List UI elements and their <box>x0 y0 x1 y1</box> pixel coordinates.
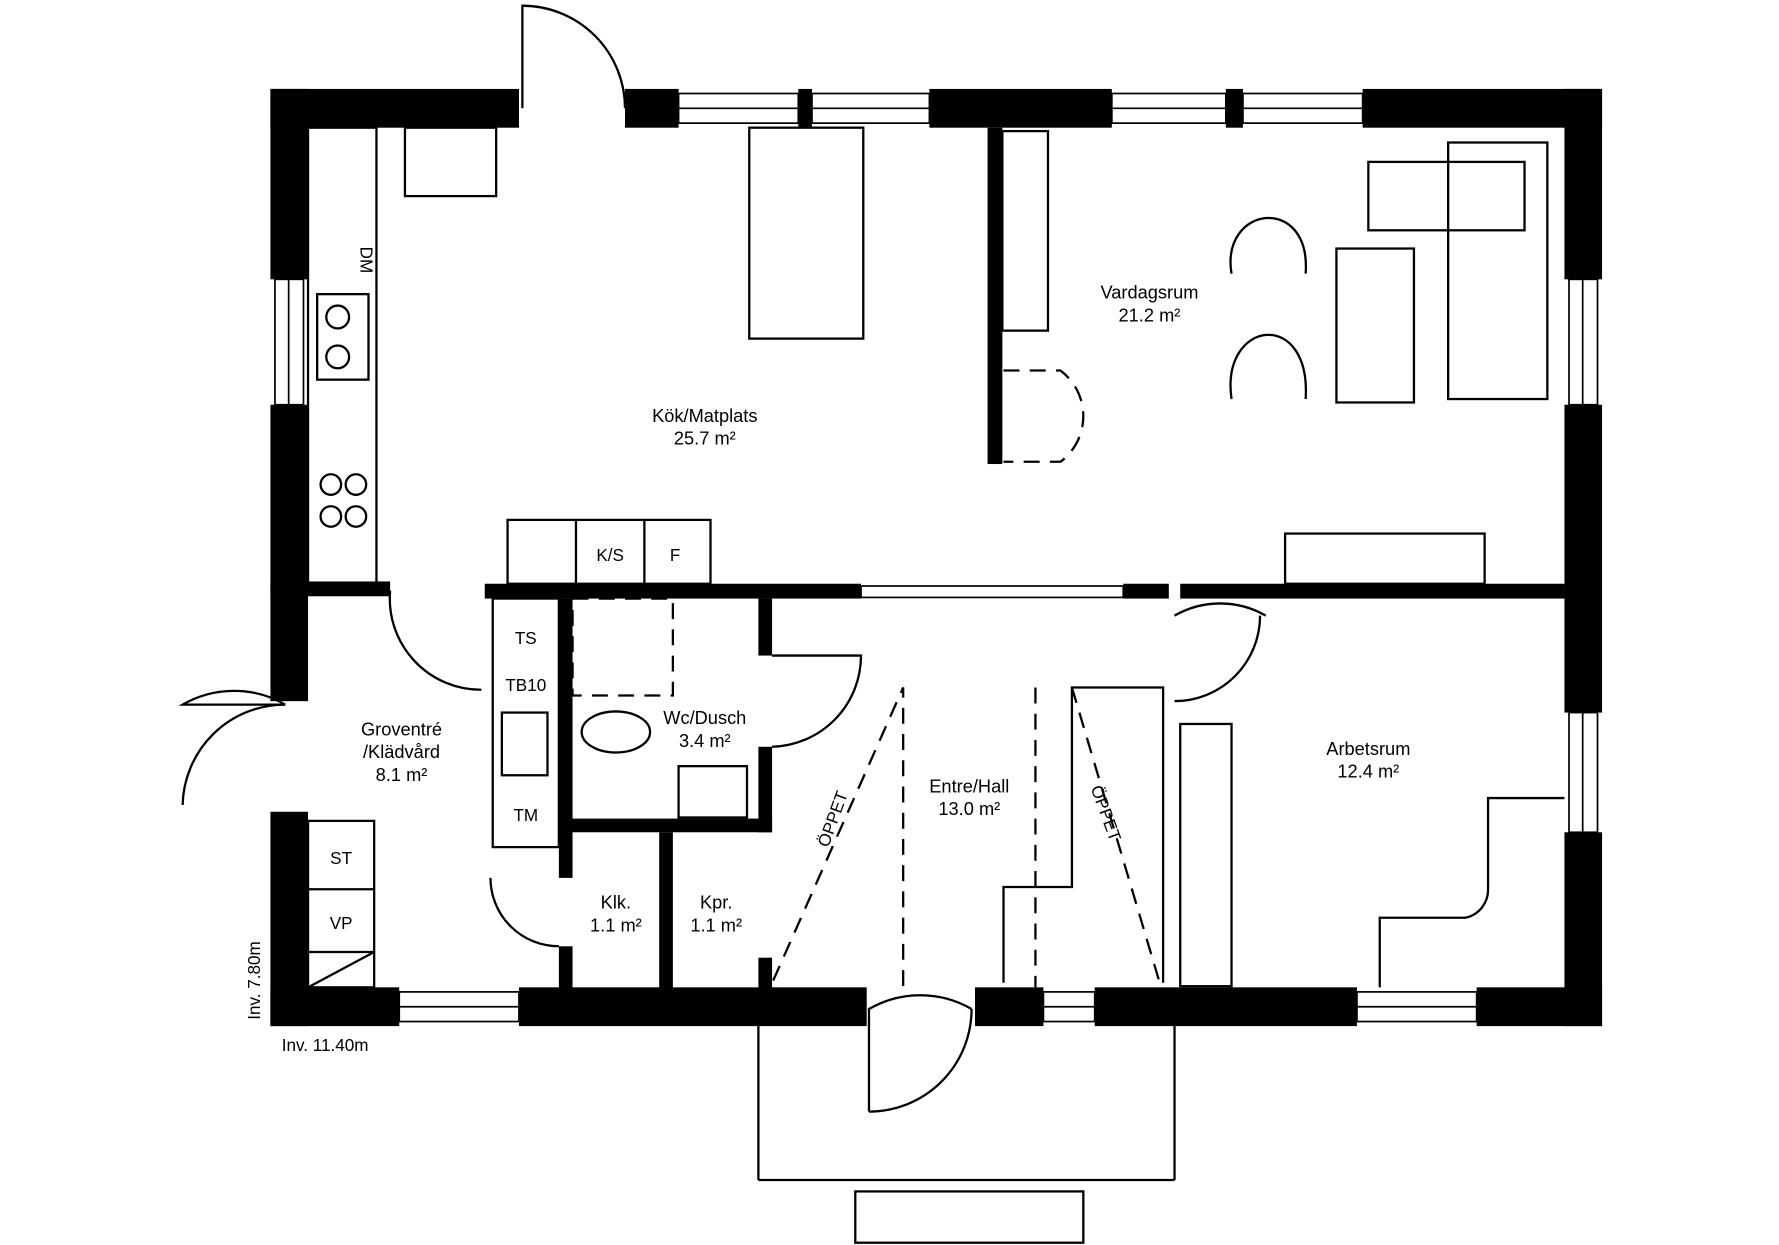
vp-label: VP <box>330 914 353 933</box>
room-office: Arbetsrum 12.4 m² <box>1326 738 1410 782</box>
tm-label: TM <box>513 806 538 825</box>
windows <box>274 92 1599 1023</box>
room-name: Arbetsrum <box>1326 738 1410 759</box>
room-area: 25.7 m² <box>674 428 736 449</box>
room-area: 3.4 m² <box>679 730 731 751</box>
room-utility: Groventré /Klädvård 8.1 m² <box>361 718 442 785</box>
room-name: Entre/Hall <box>929 775 1009 796</box>
room-area: 13.0 m² <box>938 798 1000 819</box>
room-name: Vardagsrum <box>1100 282 1198 303</box>
tb10-label: TB10 <box>505 676 546 695</box>
room-closet-1: Klk. 1.1 m² <box>590 892 642 936</box>
open-label-1: ÖPPET <box>814 788 852 849</box>
dm-label: DM <box>356 247 375 274</box>
f-label: F <box>670 546 680 565</box>
interior-walls <box>270 127 1565 992</box>
room-area: 1.1 m² <box>590 914 642 935</box>
height-dimension: Inv. 7.80m <box>245 941 264 1020</box>
ts-label: TS <box>515 629 537 648</box>
open-label-2: ÖPPET <box>1087 783 1125 844</box>
room-area: 21.2 m² <box>1119 305 1181 326</box>
room-name-2: /Klädvård <box>363 741 440 762</box>
dimensions: Inv. 7.80m Inv. 11.40m <box>245 941 368 1055</box>
room-name: Kpr. <box>700 892 732 913</box>
room-bath: Wc/Dusch 3.4 m² <box>663 707 746 751</box>
room-closet-2: Kpr. 1.1 m² <box>690 892 742 936</box>
room-area: 8.1 m² <box>376 764 428 785</box>
doors <box>178 4 1267 1113</box>
ks-label: K/S <box>596 546 624 565</box>
porch <box>757 1026 1176 1244</box>
room-area: 1.1 m² <box>690 914 742 935</box>
room-name: Groventré <box>361 718 442 739</box>
room-name: Wc/Dusch <box>663 707 746 728</box>
room-living: Vardagsrum 21.2 m² <box>1100 282 1198 326</box>
room-area: 12.4 m² <box>1337 761 1399 782</box>
st-label: ST <box>330 849 352 868</box>
room-hall: Entre/Hall 13.0 m² <box>929 775 1009 819</box>
width-dimension: Inv. 11.40m <box>282 1036 369 1055</box>
room-name: Kök/Matplats <box>652 405 757 426</box>
furniture <box>306 126 1565 989</box>
exterior-walls <box>270 88 1603 1027</box>
room-kitchen: Kök/Matplats 25.7 m² <box>652 405 757 449</box>
room-name: Klk. <box>601 892 631 913</box>
